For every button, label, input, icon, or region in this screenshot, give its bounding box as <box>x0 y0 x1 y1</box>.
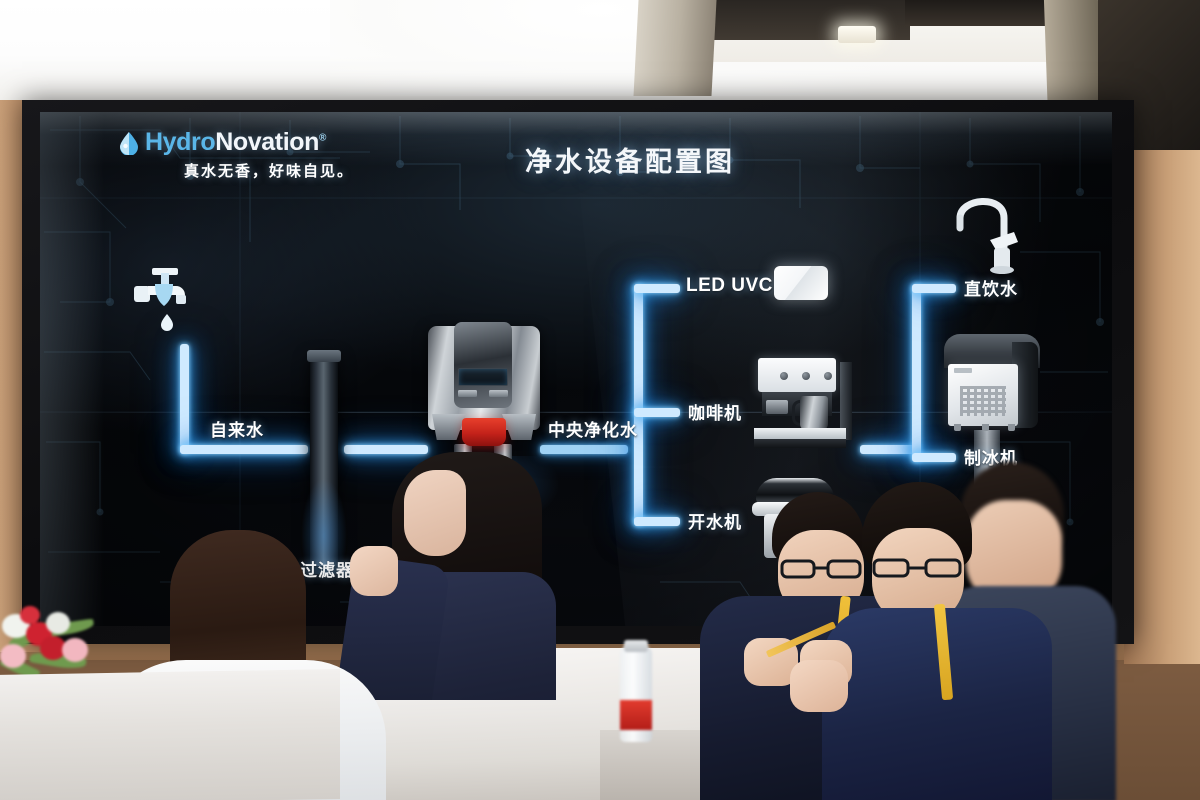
purifier-buttons <box>458 390 508 397</box>
label-direct-drinking-water: 直饮水 <box>964 280 1018 299</box>
filter-cartridge-image <box>301 350 347 574</box>
neon-branch-coffee <box>634 408 680 417</box>
eyeglasses-icon-2 <box>872 558 962 578</box>
neon-pipe-source-vertical <box>180 344 189 454</box>
neon-trunk-vertical <box>634 284 643 526</box>
coffee-knob-2 <box>802 372 810 380</box>
coffee-group-head <box>766 400 788 414</box>
espresso-coffee-machine-image <box>748 356 858 452</box>
ice-machine-vent-grid <box>960 386 1006 416</box>
faucet-icon <box>134 268 186 331</box>
coffee-carafe-handle <box>792 400 804 426</box>
label-filter: 过滤器 <box>300 561 354 580</box>
ice-machine-badge <box>954 368 972 373</box>
water-droplet-icon <box>120 131 138 155</box>
gooseneck-drinking-faucet-image <box>956 198 1018 274</box>
label-central-purified-water: 中央净化水 <box>548 421 638 440</box>
ice-machine-image <box>938 334 1048 520</box>
neon-branch-drinking-water <box>912 284 956 293</box>
purifier-button-right <box>489 390 508 397</box>
label-coffee-machine: 咖啡机 <box>688 404 742 423</box>
neon-pipe-filter-to-purifier <box>344 445 428 454</box>
coffee-drip-tray <box>754 428 846 439</box>
ceiling-dark-panel-1 <box>700 0 910 40</box>
water-bottle-cap <box>624 640 648 652</box>
coffee-knob-3 <box>824 372 832 380</box>
ceiling-spotlight <box>838 26 876 43</box>
coffee-machine-post <box>840 362 852 440</box>
neon-pipe-to-right-trunk <box>860 445 920 454</box>
wall-right-panel <box>1124 104 1200 664</box>
filter-underglow <box>301 478 347 574</box>
led-uvc-module-image <box>774 266 828 300</box>
page-title: 净水设备配置图 <box>525 147 735 177</box>
label-tap-water: 自来水 <box>210 421 264 440</box>
woman-navy-blouse-face <box>404 470 466 556</box>
purifier-red-module <box>462 418 506 446</box>
counter-left <box>0 668 340 800</box>
brand-name: HydroNovation® <box>145 130 326 155</box>
neon-branch-boiler <box>634 517 680 526</box>
brand-tagline: 真水无香，好味自见。 <box>183 163 354 180</box>
neon-pipe-source-horizontal <box>180 445 308 454</box>
purifier-body <box>428 322 540 440</box>
coffee-machine-base <box>754 439 846 448</box>
brand-name-part2: Novation <box>215 128 319 156</box>
coffee-machine-top-panel <box>758 358 836 392</box>
purifier-display <box>458 368 508 386</box>
label-boiling-water-machine: 开水机 <box>688 513 742 532</box>
purifier-button-left <box>458 390 477 397</box>
filter-cap <box>307 350 341 362</box>
ceiling-dark-panel-2 <box>905 0 1055 26</box>
neon-right-trunk-vertical <box>912 284 921 462</box>
purifier-wing-right <box>502 414 536 440</box>
woman-navy-blouse-hands <box>350 546 398 596</box>
purifier-wing-left <box>432 414 466 440</box>
ceiling-beam-left <box>633 0 717 96</box>
ice-machine-leg-mid <box>982 424 989 431</box>
ice-machine-leg-right <box>1008 424 1015 431</box>
coffee-knob-1 <box>780 372 788 380</box>
brand-name-part1: Hydro <box>145 128 216 156</box>
water-bottle-label <box>620 700 652 730</box>
neon-branch-ice-machine <box>912 453 956 462</box>
coffee-carafe <box>800 396 828 430</box>
ice-machine-leg-left <box>954 424 961 431</box>
brand-logo-block: HydroNovation® 真水无香，好味自见。 <box>118 130 358 181</box>
man-glasses-blue-hand <box>790 660 848 712</box>
neon-pipe-purifier-out <box>540 445 628 454</box>
registered-mark: ® <box>318 132 326 144</box>
label-led-uvc: LED UVC <box>686 275 773 296</box>
neon-branch-led-uvc <box>634 284 680 293</box>
eyeglasses-icon <box>780 559 862 579</box>
